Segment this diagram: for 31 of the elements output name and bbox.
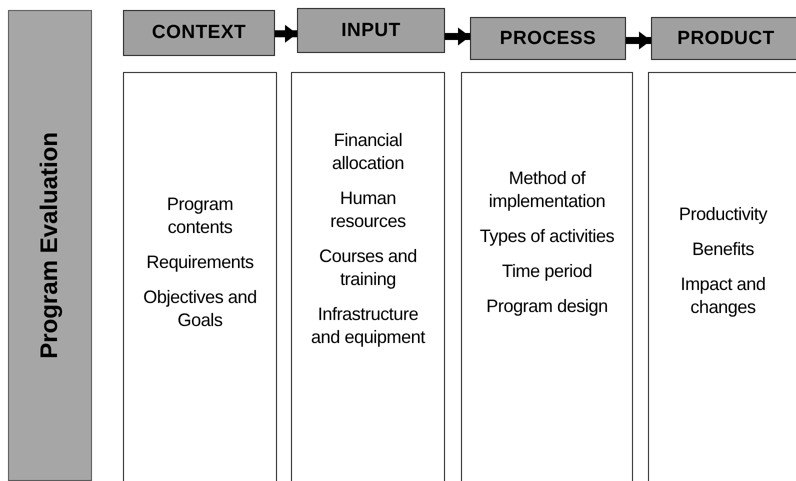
- stage-column: [461, 72, 633, 481]
- list-item: Productivity: [678, 203, 768, 226]
- list-item: Courses and training: [318, 245, 418, 291]
- stage-header-box: [651, 17, 796, 60]
- stage-header-box: [470, 17, 626, 60]
- stage-column: [648, 72, 796, 481]
- list-item: Program contents: [166, 193, 234, 239]
- stage-column: [291, 72, 445, 481]
- list-item: Requirements: [146, 251, 254, 274]
- arrow: [445, 28, 470, 46]
- list-item: Infrastructure and equipment: [310, 303, 426, 349]
- list-item: Financial allocation: [330, 129, 406, 175]
- arrow: [275, 24, 297, 43]
- list-item: Method of implementation: [488, 167, 606, 213]
- band-title: Program Evaluation: [36, 132, 64, 359]
- list-item: Time period: [502, 260, 592, 283]
- list-item: Human resources: [329, 187, 407, 233]
- stage-header-box: [123, 10, 275, 56]
- arrow: [626, 32, 651, 50]
- stage-title: PROCESS: [500, 28, 596, 50]
- stage-title: CONTEXT: [152, 22, 246, 44]
- stage-column: [123, 72, 277, 481]
- stage-title: INPUT: [341, 20, 401, 42]
- list-item: Types of activities: [480, 225, 614, 248]
- stage-title: PRODUCT: [677, 28, 775, 50]
- title-band: [8, 10, 92, 481]
- stage-header-box: [297, 8, 445, 53]
- list-item: Objectives and Goals: [142, 286, 258, 332]
- list-item: Benefits: [692, 238, 754, 261]
- list-item: Impact and changes: [679, 273, 767, 319]
- list-item: Program design: [486, 295, 608, 318]
